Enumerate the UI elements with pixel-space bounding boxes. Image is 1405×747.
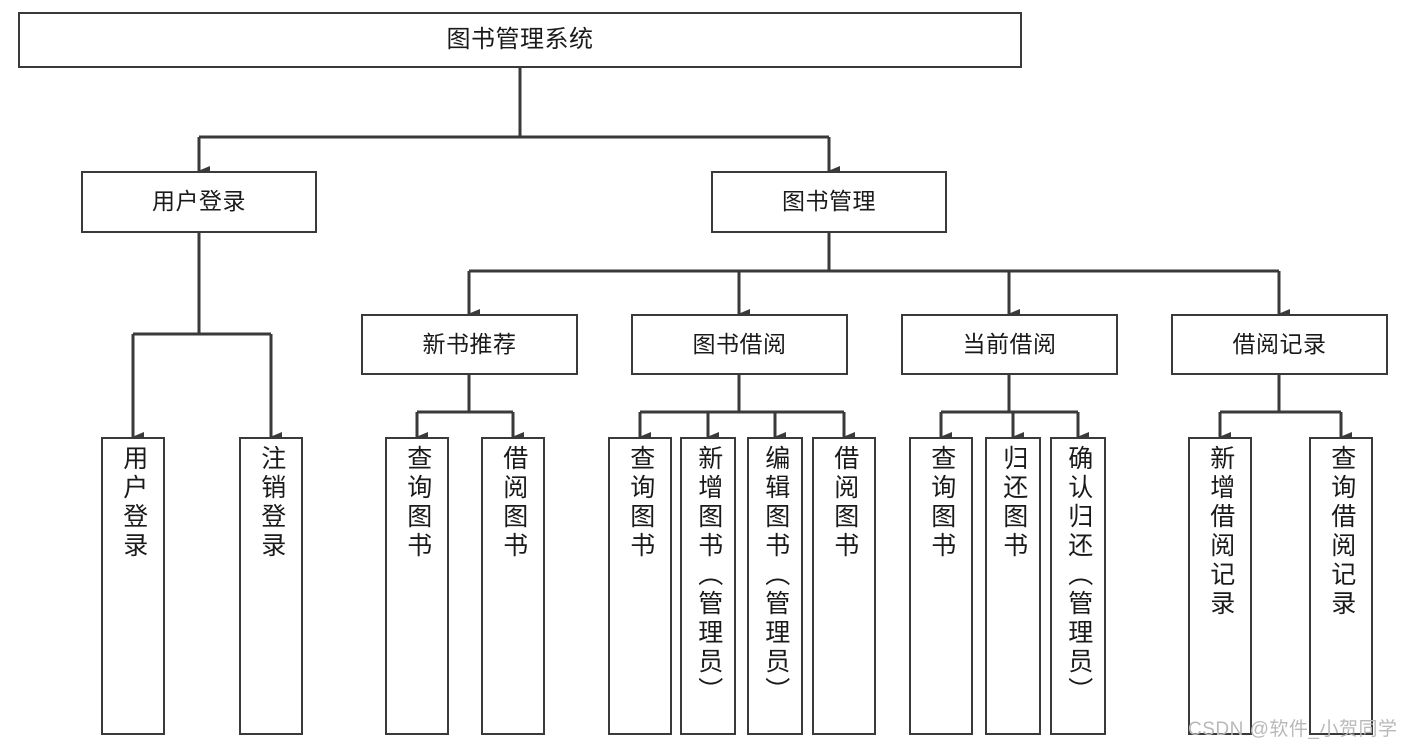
node-leaf-confirm-return-label: 确认归还（管理员） <box>1064 445 1093 706</box>
watermark-text: CSDN @软件_小贺同学 <box>1188 719 1398 740</box>
node-new-book-rec-label: 新书推荐 <box>422 330 517 357</box>
node-book-manage[interactable]: 图书管理 <box>711 171 947 233</box>
node-leaf-add-book-label: 新增图书（管理员） <box>694 445 723 706</box>
node-root[interactable]: 图书管理系统 <box>18 12 1022 68</box>
node-leaf-add-record[interactable]: 新增借阅记录 <box>1188 437 1252 735</box>
node-leaf-query-book-1-label: 查询图书 <box>403 445 432 561</box>
node-book-borrow[interactable]: 图书借阅 <box>631 314 848 375</box>
node-leaf-edit-book[interactable]: 编辑图书（管理员） <box>747 437 803 735</box>
node-leaf-borrow-book-2-label: 借阅图书 <box>830 445 859 561</box>
node-leaf-logout[interactable]: 注销登录 <box>239 437 303 735</box>
node-leaf-logout-label: 注销登录 <box>257 445 286 561</box>
node-leaf-query-book-2[interactable]: 查询图书 <box>608 437 672 735</box>
node-current-borrow[interactable]: 当前借阅 <box>901 314 1118 375</box>
node-leaf-add-record-label: 新增借阅记录 <box>1206 445 1235 619</box>
node-leaf-query-record-label: 查询借阅记录 <box>1327 445 1356 619</box>
node-borrow-record[interactable]: 借阅记录 <box>1171 314 1388 375</box>
node-new-book-rec[interactable]: 新书推荐 <box>361 314 578 375</box>
node-user-login[interactable]: 用户登录 <box>81 171 317 233</box>
node-book-manage-label: 图书管理 <box>782 188 876 215</box>
node-leaf-query-book-1[interactable]: 查询图书 <box>385 437 449 735</box>
node-leaf-edit-book-label: 编辑图书（管理员） <box>761 445 790 706</box>
node-leaf-borrow-book-2[interactable]: 借阅图书 <box>812 437 876 735</box>
node-leaf-add-book[interactable]: 新增图书（管理员） <box>680 437 736 735</box>
node-leaf-query-book-3-label: 查询图书 <box>927 445 956 561</box>
node-leaf-return-book-label: 归还图书 <box>999 445 1028 561</box>
node-leaf-return-book[interactable]: 归还图书 <box>985 437 1041 735</box>
node-book-borrow-label: 图书借阅 <box>692 330 787 357</box>
edge-group <box>131 68 1352 442</box>
node-leaf-query-record[interactable]: 查询借阅记录 <box>1309 437 1373 735</box>
node-leaf-confirm-return[interactable]: 确认归还（管理员） <box>1050 437 1106 735</box>
node-borrow-record-label: 借阅记录 <box>1232 330 1327 357</box>
node-leaf-user-login[interactable]: 用户登录 <box>101 437 165 735</box>
node-user-login-label: 用户登录 <box>152 188 246 215</box>
node-leaf-borrow-book-1-label: 借阅图书 <box>499 445 528 561</box>
node-leaf-query-book-3[interactable]: 查询图书 <box>909 437 973 735</box>
node-leaf-user-login-label: 用户登录 <box>119 445 148 561</box>
node-root-label: 图书管理系统 <box>446 25 594 53</box>
node-leaf-borrow-book-1[interactable]: 借阅图书 <box>481 437 545 735</box>
node-current-borrow-label: 当前借阅 <box>962 330 1057 357</box>
node-leaf-query-book-2-label: 查询图书 <box>626 445 655 561</box>
